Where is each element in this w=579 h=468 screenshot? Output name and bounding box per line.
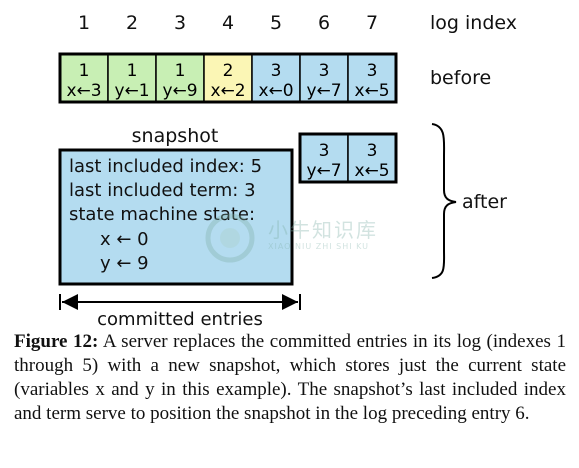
raft-snapshot-diagram: 1 2 3 4 5 6 7 log index 1 x←3 1 y←1 1 y←… — [58, 12, 517, 330]
entry-term: 1 — [79, 61, 90, 81]
entry-term: 3 — [271, 61, 282, 81]
index-5: 5 — [270, 12, 282, 34]
entry-command: x←3 — [66, 81, 101, 101]
snapshot-state-y: y ← 9 — [100, 253, 149, 274]
entry-term: 1 — [127, 61, 138, 81]
committed-label: committed entries — [97, 309, 263, 330]
snapshot-state-x: x ← 0 — [100, 229, 149, 250]
entry-term: 3 — [319, 141, 330, 161]
index-7: 7 — [366, 12, 378, 34]
entry-command: x←2 — [210, 81, 245, 101]
before-log-outline — [58, 52, 398, 104]
entry-box — [299, 133, 349, 183]
entry-term: 3 — [367, 141, 378, 161]
after-entry: 3 x←5 — [347, 133, 397, 183]
snapshot-title: snapshot — [132, 125, 219, 147]
entry-command: y←9 — [162, 81, 197, 101]
before-log: 1 x←3 1 y←1 1 y←9 2 x←2 3 x←0 3 y←7 — [58, 52, 398, 104]
entry-command: y←1 — [114, 81, 149, 101]
snapshot-rect — [58, 148, 294, 286]
committed-range — [59, 294, 301, 310]
index-3: 3 — [174, 12, 186, 34]
entry-term: 3 — [319, 61, 330, 81]
index-4: 4 — [222, 12, 234, 34]
entry-box — [107, 53, 157, 103]
after-log-outline — [298, 132, 398, 184]
entry-command: x←5 — [354, 81, 389, 101]
snapshot-state-heading: state machine state: — [69, 204, 255, 225]
after-label: after — [462, 191, 507, 213]
entry-box — [299, 53, 349, 103]
before-label: before — [430, 67, 491, 89]
after-entry: 3 y←7 — [299, 133, 349, 183]
caption-text: A server replaces the committed entries … — [14, 331, 566, 424]
before-entry: 3 x←5 — [347, 53, 397, 103]
index-6: 6 — [318, 12, 330, 34]
entry-term: 2 — [223, 61, 234, 81]
figure-caption: Figure 12: A server replaces the committ… — [14, 330, 566, 426]
index-2: 2 — [126, 12, 138, 34]
before-entry: 1 y←1 — [107, 53, 157, 103]
before-entry: 1 x←3 — [59, 53, 109, 103]
entry-command: y←7 — [306, 161, 341, 181]
entry-term: 1 — [175, 61, 186, 81]
index-1: 1 — [78, 12, 90, 34]
snapshot-last-index: last included index: 5 — [69, 156, 262, 177]
entry-term: 3 — [367, 61, 378, 81]
log-index-label: log index — [430, 12, 517, 34]
caption-label: Figure 12: — [14, 331, 99, 352]
after-log: 3 y←7 3 x←5 — [298, 132, 398, 184]
snapshot-last-term: last included term: 3 — [69, 180, 256, 201]
before-entry: 3 x←0 — [251, 53, 301, 103]
entry-command: y←7 — [306, 81, 341, 101]
entry-command: x←0 — [258, 81, 293, 101]
before-entry: 2 x←2 — [203, 53, 253, 103]
before-entry: 3 y←7 — [299, 53, 349, 103]
before-entry: 1 y←9 — [155, 53, 205, 103]
snapshot-box: last included index: 5 last included ter… — [58, 148, 294, 286]
after-brace — [431, 123, 457, 279]
entry-command: x←5 — [354, 161, 389, 181]
